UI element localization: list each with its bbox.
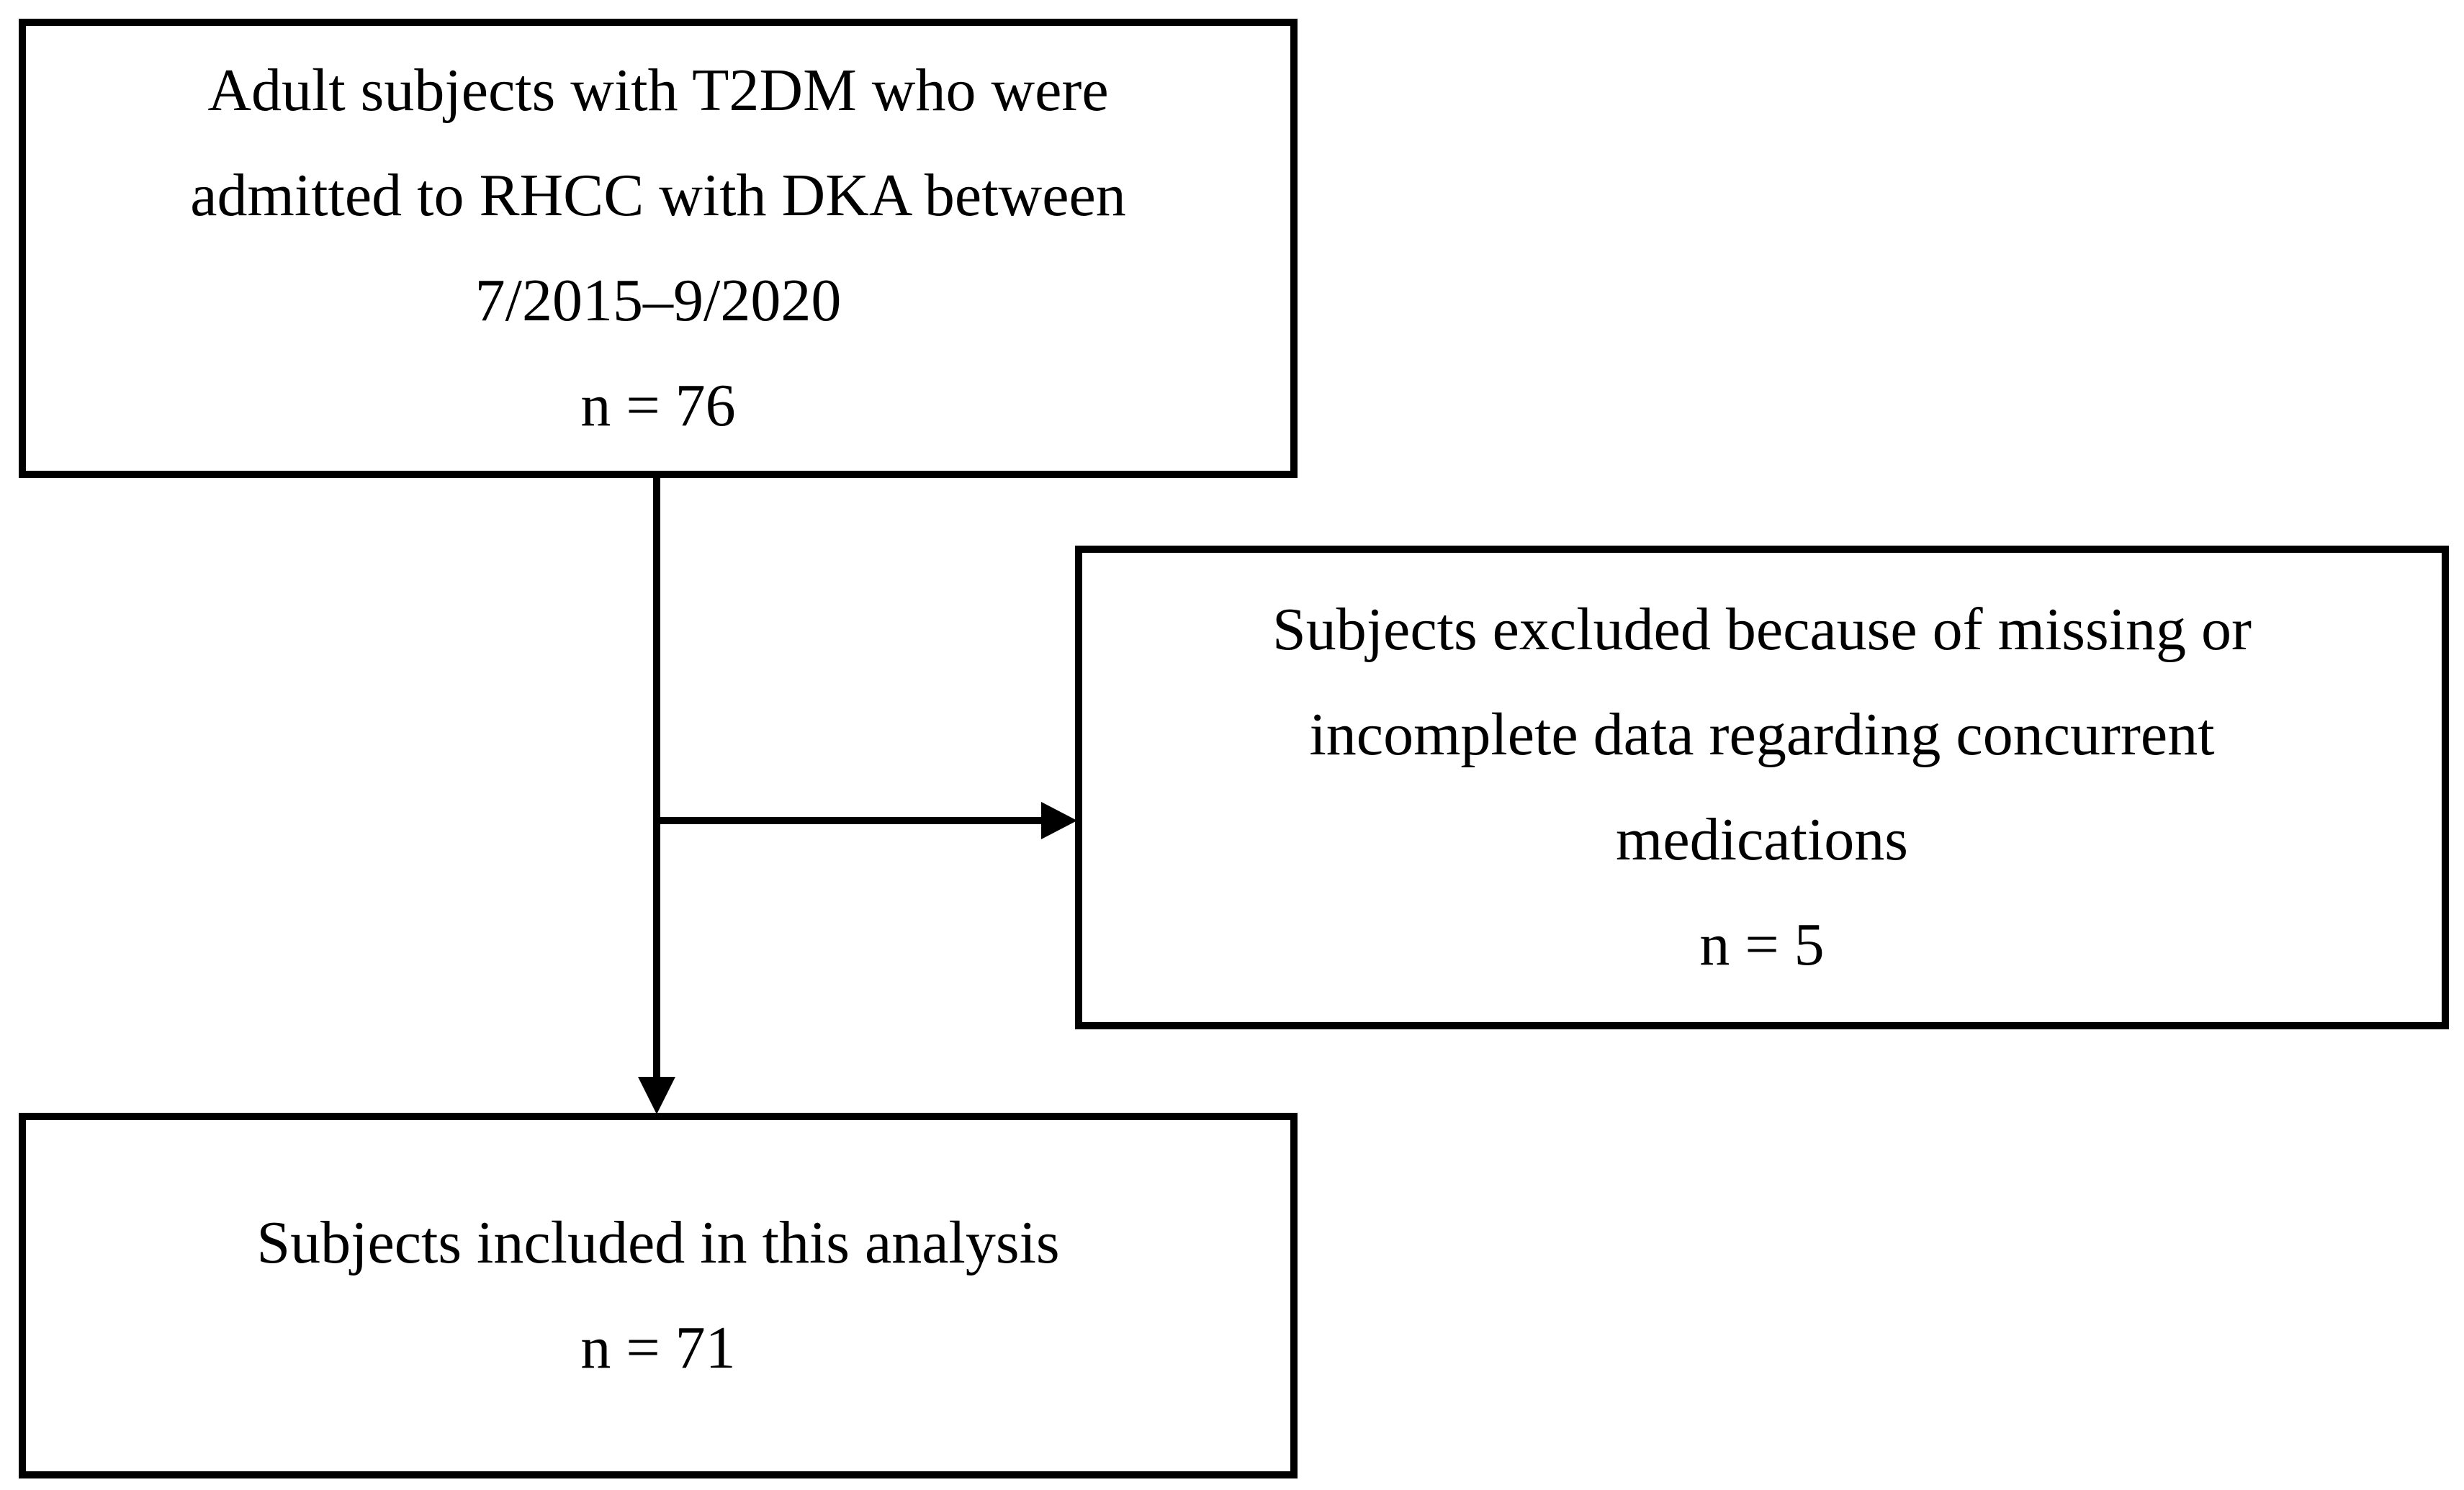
included-count: n = 71: [580, 1314, 736, 1381]
enrolled-line-1: Adult subjects with T2DM who were: [207, 57, 1109, 124]
excluded-line-1: Subjects excluded because of missing or: [1272, 596, 2252, 663]
included-line-1: Subjects included in this analysis: [256, 1209, 1060, 1276]
excluded-line-2: incomplete data regarding concurrent: [1309, 701, 2215, 768]
enrolled-subjects-box: Adult subjects with T2DM who were admitt…: [19, 19, 1298, 478]
arrow-to-excluded-head: [1041, 802, 1077, 839]
enrolled-line-3: 7/2015–9/2020: [475, 267, 842, 334]
included-subjects-box: Subjects included in this analysis n = 7…: [19, 1113, 1298, 1478]
excluded-subjects-box: Subjects excluded because of missing or …: [1075, 546, 2449, 1029]
excluded-line-3: medications: [1616, 806, 1908, 873]
enrolled-count: n = 76: [580, 372, 736, 439]
arrow-enrolled-to-included-head: [638, 1077, 675, 1114]
enrolled-line-2: admitted to RHCC with DKA between: [190, 162, 1126, 229]
excluded-count: n = 5: [1699, 911, 1825, 978]
